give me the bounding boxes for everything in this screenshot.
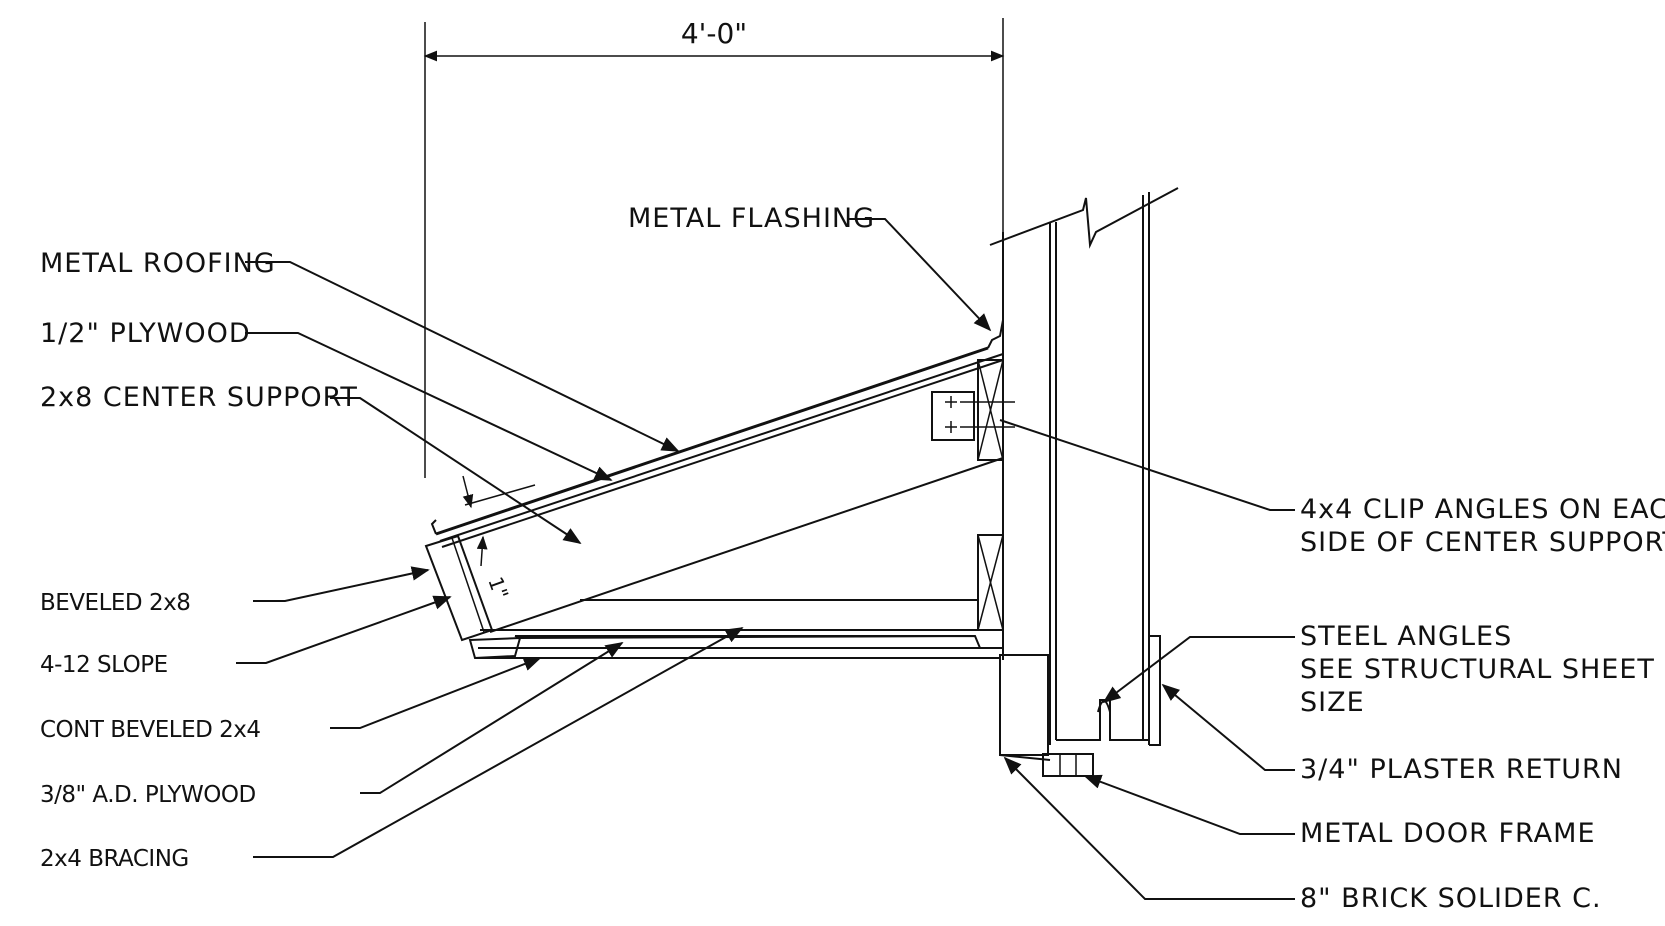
label-door-frame: METAL DOOR FRAME: [1300, 818, 1596, 849]
label-center-support: 2x8 CENTER SUPPORT: [40, 382, 358, 413]
label-ad-plywood: 3/8" A.D. PLYWOOD: [40, 782, 256, 808]
overall-width-dim: 4'-0": [681, 17, 747, 50]
label-cont-beveled-2x4: CONT BEVELED 2x4: [40, 717, 261, 743]
label-plywood-half: 1/2" PLYWOOD: [40, 318, 251, 349]
wall-assembly: [989, 187, 1179, 777]
label-steel-angles-line3: SIZE: [1300, 687, 1365, 718]
label-clip-angles-line1: 4x4 CLIP ANGLES ON EACH: [1300, 494, 1665, 525]
left-labels: METAL ROOFING 1/2" PLYWOOD 2x8 CENTER SU…: [40, 248, 744, 872]
label-clip-angles-line2: SIDE OF CENTER SUPPORT: [1300, 527, 1665, 558]
label-steel-angles-line1: STEEL ANGLES: [1300, 621, 1512, 652]
label-bracing: 2x4 BRACING: [40, 846, 189, 872]
label-steel-angles-line2: SEE STRUCTURAL SHEET FOR: [1300, 654, 1665, 685]
label-beveled-2x8: BEVELED 2x8: [40, 590, 190, 616]
label-brick-soldier: 8" BRICK SOLIDER C.: [1300, 883, 1602, 914]
label-plaster-return: 3/4" PLASTER RETURN: [1300, 754, 1623, 785]
label-metal-flashing: METAL FLASHING: [628, 203, 875, 234]
drip-dimension: 1": [462, 475, 536, 603]
right-labels: METAL FLASHING 4x4 CLIP ANGLES ON EACH S…: [628, 203, 1665, 914]
drip-dim-label: 1": [483, 574, 513, 603]
label-slope: 4-12 SLOPE: [40, 652, 168, 678]
ledger-blocking: [977, 359, 1004, 631]
label-metal-roofing: METAL ROOFING: [40, 248, 276, 279]
clip-angle-plate: [931, 391, 1015, 441]
overall-dimension: 4'-0": [423, 17, 1005, 478]
